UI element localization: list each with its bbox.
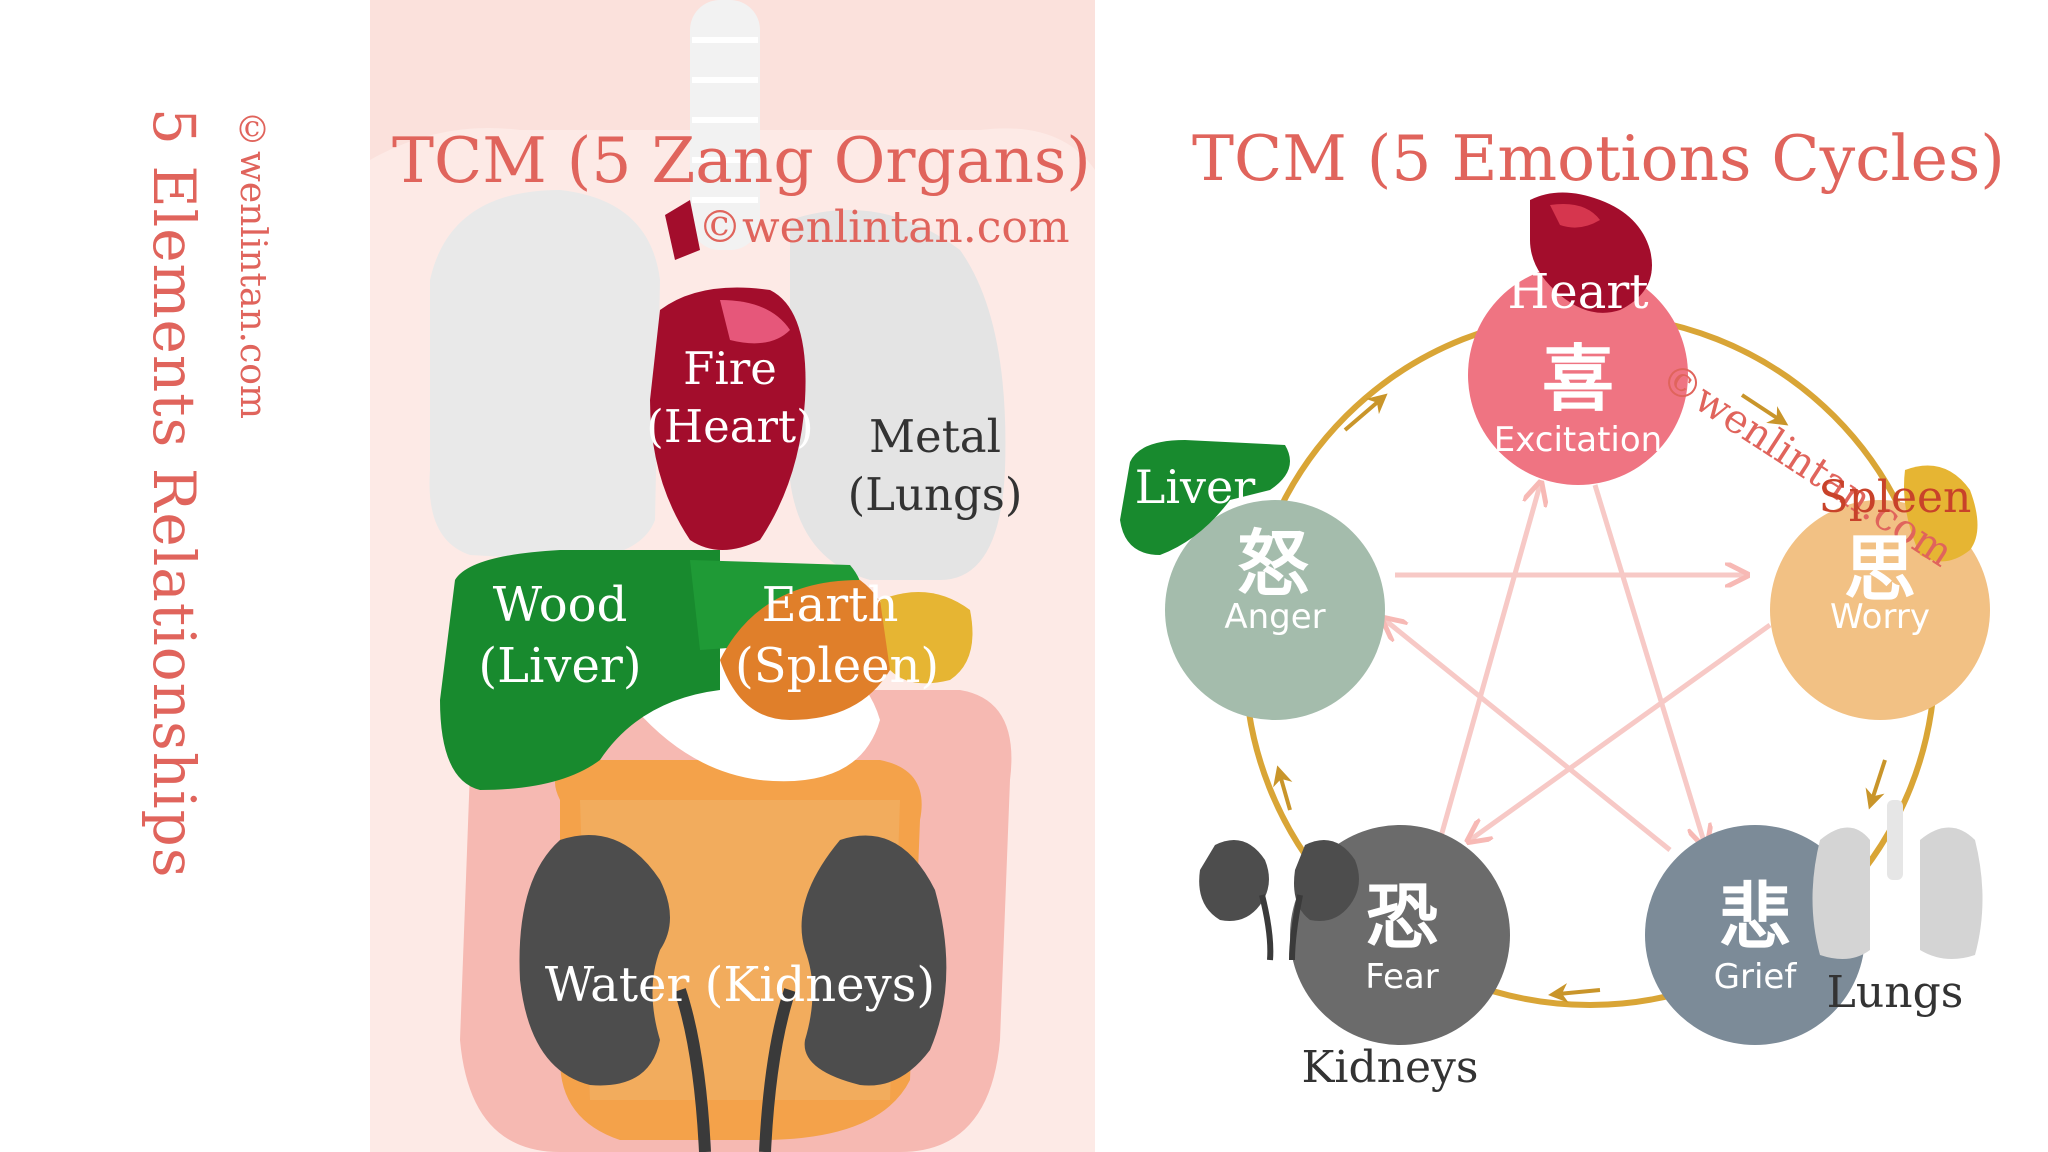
- label-water: Water (Kidneys): [544, 957, 936, 1013]
- spleen-icon: [1904, 465, 1978, 562]
- liver-organ: [440, 550, 720, 790]
- lungs-icon-right: [1920, 827, 1983, 959]
- cycle-arrow-lungs-kidneys: [1548, 983, 1601, 1004]
- kidney-icon-left: [1199, 840, 1269, 921]
- lungs-icon-trachea: [1887, 800, 1903, 880]
- left-lung: [429, 190, 660, 560]
- heart-highlight: [720, 300, 790, 344]
- node-excitation-circle: [1468, 265, 1688, 485]
- node-lungs-char: 悲: [1718, 874, 1791, 959]
- label-fire: Fire (Heart): [646, 342, 814, 453]
- heart-icon-highlight: [1550, 204, 1600, 228]
- node-heart-organ: Heart: [1507, 264, 1649, 320]
- cycle-arrow-heart-spleen: [1740, 393, 1789, 426]
- control-spleen-kidneys: [1470, 622, 1772, 840]
- node-spleen-organ: Spleen: [1818, 472, 1972, 523]
- node-liver-char: 怒: [1236, 521, 1309, 606]
- heart-organ: [650, 287, 806, 550]
- control-heart-lungs: [1592, 484, 1705, 845]
- control-lungs-liver: [1385, 620, 1672, 852]
- node-spleen-emotion: Worry: [1830, 597, 1930, 637]
- node-heart-char: 喜: [1541, 336, 1614, 421]
- control-kidneys-heart: [1437, 485, 1540, 841]
- trachea: [690, 0, 760, 250]
- node-heart-emotion: Excitation: [1493, 420, 1663, 460]
- node-kidneys-organ: Kidneys: [1301, 1042, 1479, 1093]
- node-spleen-char: 思: [1843, 526, 1916, 611]
- cycle-arrow-liver-heart: [1343, 393, 1388, 432]
- right-kidney: [801, 835, 947, 1086]
- node-grief-circle: [1645, 825, 1865, 1045]
- node-lungs-emotion: Grief: [1713, 957, 1797, 997]
- kidney-icon-right: [1294, 840, 1359, 921]
- node-liver-organ: Liver: [1134, 460, 1256, 514]
- right-lung: [790, 210, 1006, 580]
- kidney-icon-ureter: [1259, 894, 1303, 961]
- right-title: TCM (5 Emotions Cycles): [1192, 122, 2005, 195]
- label-wood: Wood (Liver): [478, 577, 642, 695]
- node-lungs-organ: Lungs: [1826, 967, 1964, 1018]
- label-metal: Metal (Lungs): [847, 410, 1023, 521]
- spleen-yellow: [880, 592, 973, 684]
- left-title: TCM (5 Zang Organs): [392, 124, 1091, 197]
- side-copyright: ©wenlintan.com: [232, 110, 273, 420]
- node-kidneys-emotion: Fear: [1365, 957, 1439, 997]
- node-kidneys-char: 恐: [1365, 874, 1438, 959]
- liver-icon: [1120, 440, 1290, 555]
- left-copyright: ©wenlintan.com: [698, 202, 1070, 253]
- spleen-organ: [720, 580, 892, 720]
- cycle-arrow-kidneys-liver: [1273, 765, 1293, 811]
- left-ureter: [674, 988, 711, 1152]
- label-earth: Earth (Spleen): [735, 577, 940, 695]
- cycle-arrow-spleen-lungs: [1865, 759, 1887, 810]
- aorta: [665, 200, 700, 260]
- right-ureter: [759, 988, 796, 1152]
- lungs-icon-left: [1812, 827, 1870, 959]
- node-anger-circle: [1165, 500, 1385, 720]
- node-liver-emotion: Anger: [1224, 597, 1326, 637]
- side-title: 5 Elements Relationships: [140, 108, 208, 879]
- left-kidney: [519, 835, 670, 1086]
